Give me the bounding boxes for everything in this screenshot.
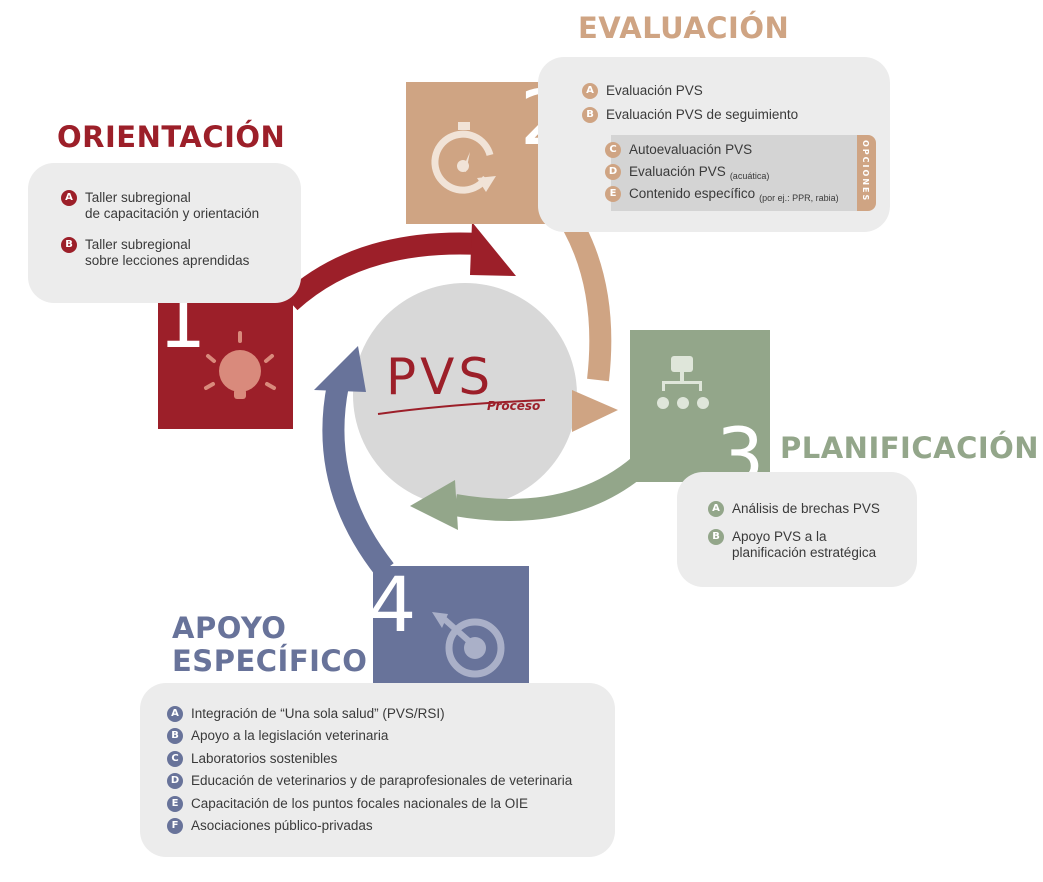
badge-d: D <box>167 773 183 789</box>
badge-c: C <box>167 751 183 767</box>
options-label: OPCIONES <box>861 140 870 203</box>
support-item-e: E Capacitación de los puntos focales nac… <box>167 796 528 812</box>
center-circle <box>353 283 577 507</box>
options-tab <box>857 135 876 211</box>
badge-e: E <box>167 796 183 812</box>
orientation-item-a: A Taller subregional de capacitación y o… <box>61 190 259 222</box>
orientation-box <box>28 163 301 303</box>
planning-arrow-head <box>410 480 458 530</box>
item-line: sobre lecciones aprendidas <box>85 253 250 268</box>
planning-item-b: B Apoyo PVS a la planificación estratégi… <box>708 529 876 561</box>
support-title-line-2: ESPECÍFICO <box>172 644 368 678</box>
support-item-c: C Laboratorios sostenibles <box>167 751 337 767</box>
item-line: Taller subregional <box>85 237 191 252</box>
org-chart-icon <box>657 356 709 409</box>
support-item-b: B Apoyo a la legislación veterinaria <box>167 728 388 744</box>
option-note: (acuática) <box>729 171 770 181</box>
badge-a: A <box>582 83 598 99</box>
option-text: Contenido específico <box>629 186 756 201</box>
planning-title: PLANIFICACIÓN <box>780 431 1040 465</box>
stage-4-number: 4 <box>368 560 417 649</box>
orientation-arrow <box>282 232 481 311</box>
lightbulb-icon <box>204 331 276 399</box>
item-line: Apoyo PVS a la <box>732 529 827 544</box>
badge-b: B <box>167 728 183 744</box>
evaluation-square <box>406 82 564 224</box>
evaluation-option-d: D Evaluación PVS (acuática) <box>605 164 769 184</box>
item-text: Educación de veterinarios y de paraprofe… <box>191 773 573 788</box>
badge-b: B <box>61 237 77 253</box>
item-text: Evaluación PVS de seguimiento <box>606 107 799 122</box>
option-text: Evaluación PVS <box>629 164 726 179</box>
options-panel <box>611 135 857 211</box>
logo-swoosh <box>377 399 546 415</box>
orientation-arrow-head <box>470 222 516 276</box>
badge-b: B <box>708 529 724 545</box>
evaluation-arrow-head <box>572 390 618 432</box>
item-text: Asociaciones público-privadas <box>191 818 373 833</box>
support-arrow-head <box>314 346 366 392</box>
evaluation-option-c: C Autoevaluación PVS <box>605 142 752 158</box>
badge-b: B <box>582 107 598 123</box>
support-title: APOYO ESPECÍFICO <box>172 612 367 678</box>
badge-f: F <box>167 818 183 834</box>
item-text: Apoyo a la legislación veterinaria <box>191 728 389 743</box>
support-arrow <box>322 382 394 577</box>
badge-c: C <box>605 142 621 158</box>
option-note: (por ej.: PPR, rabia) <box>759 193 839 203</box>
item-text: Integración de “Una sola salud” (PVS/RSI… <box>191 706 445 721</box>
orientation-title: ORIENTACIÓN <box>57 120 286 154</box>
item-line: planificación estratégica <box>732 545 877 560</box>
support-box <box>140 683 615 857</box>
item-text: Capacitación de los puntos focales nacio… <box>191 796 528 811</box>
pvs-logo-subtitle: Proceso <box>487 399 541 413</box>
badge-d: D <box>605 164 621 180</box>
support-item-a: A Integración de “Una sola salud” (PVS/R… <box>167 706 445 722</box>
badge-a: A <box>167 706 183 722</box>
item-text: Laboratorios sostenibles <box>191 751 338 766</box>
stopwatch-icon <box>431 122 496 194</box>
badge-e: E <box>605 186 621 202</box>
item-text: Evaluación PVS <box>606 83 703 98</box>
evaluation-item-a: A Evaluación PVS <box>582 83 703 99</box>
evaluation-title: EVALUACIÓN <box>578 11 790 45</box>
item-line: de capacitación y orientación <box>85 206 260 221</box>
item-line: Taller subregional <box>85 190 191 205</box>
orientation-item-b: B Taller subregional sobre lecciones apr… <box>61 237 249 269</box>
support-title-line-1: APOYO <box>172 611 287 645</box>
option-text: Autoevaluación PVS <box>629 142 753 157</box>
target-icon <box>432 612 505 678</box>
support-item-d: D Educación de veterinarios y de parapro… <box>167 773 572 789</box>
badge-a: A <box>61 190 77 206</box>
pvs-logo: PVS <box>386 348 495 406</box>
evaluation-item-b: B Evaluación PVS de seguimiento <box>582 107 798 123</box>
evaluation-option-e: E Contenido específico (por ej.: PPR, ra… <box>605 186 839 206</box>
support-item-f: F Asociaciones público-privadas <box>167 818 373 834</box>
item-line: Análisis de brechas PVS <box>732 501 880 516</box>
badge-a: A <box>708 501 724 517</box>
planning-item-a: A Análisis de brechas PVS <box>708 501 880 517</box>
planning-arrow <box>453 456 648 521</box>
